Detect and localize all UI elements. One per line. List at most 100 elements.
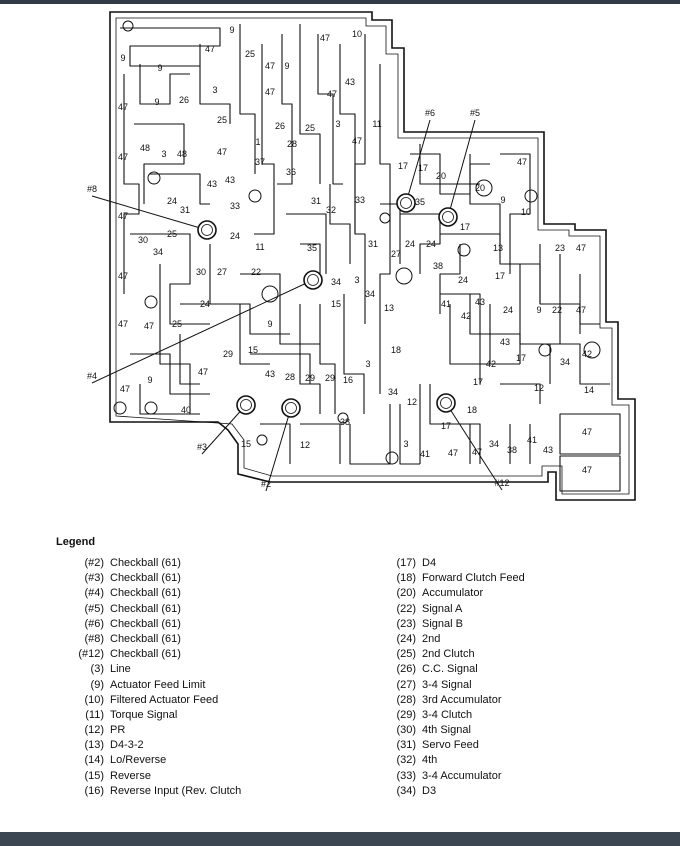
- legend-item: (17)D4: [386, 557, 525, 572]
- legend-item-description: 4th: [422, 754, 438, 767]
- legend-item: (#6)Checkball (61): [60, 618, 241, 633]
- region-label: 47: [120, 384, 130, 394]
- legend-item-code: (30): [396, 724, 416, 737]
- legend-item-description: 3-4 Accumulator: [422, 769, 502, 782]
- legend-item: (22)Signal A: [386, 603, 525, 618]
- region-label: 38: [340, 417, 350, 427]
- region-label: 20: [436, 171, 446, 181]
- region-label: 47: [144, 321, 154, 331]
- legend-item: (10)Filtered Actuator Feed: [60, 694, 241, 709]
- region-label: 15: [241, 439, 251, 449]
- region-label: 47: [582, 465, 592, 475]
- checkball-label: #5: [470, 108, 480, 118]
- legend-item-code: (#3): [84, 572, 104, 585]
- legend-item: (31)Servo Feed: [386, 739, 525, 754]
- checkball-label: #8: [87, 184, 97, 194]
- valve-body-outline: [109, 11, 636, 501]
- checkball: [303, 270, 323, 290]
- region-label: 3: [354, 275, 359, 285]
- legend-title: Legend: [56, 536, 96, 548]
- legend-item: (28)3rd Accumulator: [386, 694, 525, 709]
- legend-item-code: (27): [396, 678, 416, 691]
- checkball-labels: #8#6#5#4#3#2#12: [87, 108, 510, 489]
- checkball-inner: [201, 224, 213, 236]
- legend-item-description: Signal A: [422, 602, 463, 615]
- region-label: 17: [460, 222, 470, 232]
- region-label: 9: [536, 305, 541, 315]
- legend-item: (34)D3: [386, 785, 525, 800]
- legend-item-description: Signal B: [422, 617, 463, 630]
- region-label: 47: [118, 319, 128, 329]
- top-border: [0, 0, 680, 4]
- legend-item: (27) 3-4 Signal: [386, 679, 525, 694]
- region-label: 27: [217, 267, 227, 277]
- legend-item: (13)D4-3-2: [60, 739, 241, 754]
- legend-item-description: Reverse Input (Rev. Clutch: [110, 784, 242, 797]
- region-label: 24: [503, 305, 513, 315]
- region-label: 47: [265, 87, 275, 97]
- valve-bore-circles: [113, 20, 601, 465]
- region-label: 41: [420, 449, 430, 459]
- legend-item-description: Actuator Feed Limit: [110, 678, 206, 691]
- region-label: 14: [584, 385, 594, 395]
- legend-item-code: (#8): [84, 632, 104, 645]
- legend-item-description: Checkball (61): [110, 648, 181, 661]
- region-label: 24: [426, 239, 436, 249]
- legend-item-description: Checkball (61): [110, 587, 181, 600]
- region-label: 24: [167, 196, 177, 206]
- legend-item-code: (17): [396, 557, 416, 569]
- region-label: 17: [398, 161, 408, 171]
- region-label: 34: [489, 439, 499, 449]
- region-label: 9: [284, 61, 289, 71]
- legend-item: (#5)Checkball (61): [60, 603, 241, 618]
- region-label: 30: [138, 235, 148, 245]
- region-label: 43: [345, 77, 355, 87]
- region-label: 17: [516, 353, 526, 363]
- legend-item-description: C.C. Signal: [422, 663, 478, 676]
- region-label: 32: [326, 205, 336, 215]
- legend-item-code: (33): [396, 769, 416, 782]
- legend-item: (#12)Checkball (61): [60, 648, 241, 663]
- region-label: 47: [217, 147, 227, 157]
- checkball-label: #2: [261, 479, 271, 489]
- region-label: 29: [223, 349, 233, 359]
- legend-item-code: (#6): [84, 617, 104, 630]
- region-label: 9: [267, 319, 272, 329]
- region-label: 27: [391, 249, 401, 259]
- legend-left-column: (#2)Checkball (61)(#3)Checkball (61)(#4)…: [60, 557, 241, 800]
- legend-item-code: (11): [85, 708, 104, 721]
- checkball-leader-line: [447, 119, 476, 218]
- legend-item-description: 3-4 Signal: [422, 678, 472, 691]
- checkball-leader-line: [91, 279, 314, 384]
- legend-item-description: D3: [422, 784, 437, 797]
- region-label: 38: [433, 261, 443, 271]
- legend-item-description: Checkball (61): [110, 557, 181, 569]
- region-label: 10: [352, 29, 362, 39]
- region-label: 3: [161, 149, 166, 159]
- region-label: 43: [207, 179, 217, 189]
- legend-item-code: (15): [84, 769, 104, 782]
- checkball: [438, 207, 458, 227]
- checkball: [436, 393, 456, 413]
- legend-item-code: (26): [396, 663, 416, 676]
- legend-item: (#3)Checkball (61): [60, 572, 241, 587]
- region-label: 3: [212, 85, 217, 95]
- legend-item: (9)Actuator Feed Limit: [60, 679, 241, 694]
- region-label: 37: [255, 157, 265, 167]
- region-label: 47: [576, 305, 586, 315]
- legend-item-code: (29): [396, 708, 416, 721]
- region-label: 11: [372, 119, 381, 129]
- legend-item: (18)Forward Clutch Feed: [386, 572, 524, 587]
- region-label: 25: [217, 115, 227, 125]
- legend-item-description: 3-4 Clutch: [422, 708, 473, 721]
- region-label: 43: [500, 337, 510, 347]
- region-label: 30: [196, 267, 206, 277]
- region-label: 18: [467, 405, 477, 415]
- region-label: 13: [493, 243, 503, 253]
- legend-item-description: Lo/Reverse: [110, 754, 167, 767]
- legend-item-description: D4-3-2: [110, 739, 144, 752]
- bottom-bar: [0, 832, 680, 846]
- region-label: 13: [384, 303, 394, 313]
- legend-item: (#2)Checkball (61): [60, 557, 241, 572]
